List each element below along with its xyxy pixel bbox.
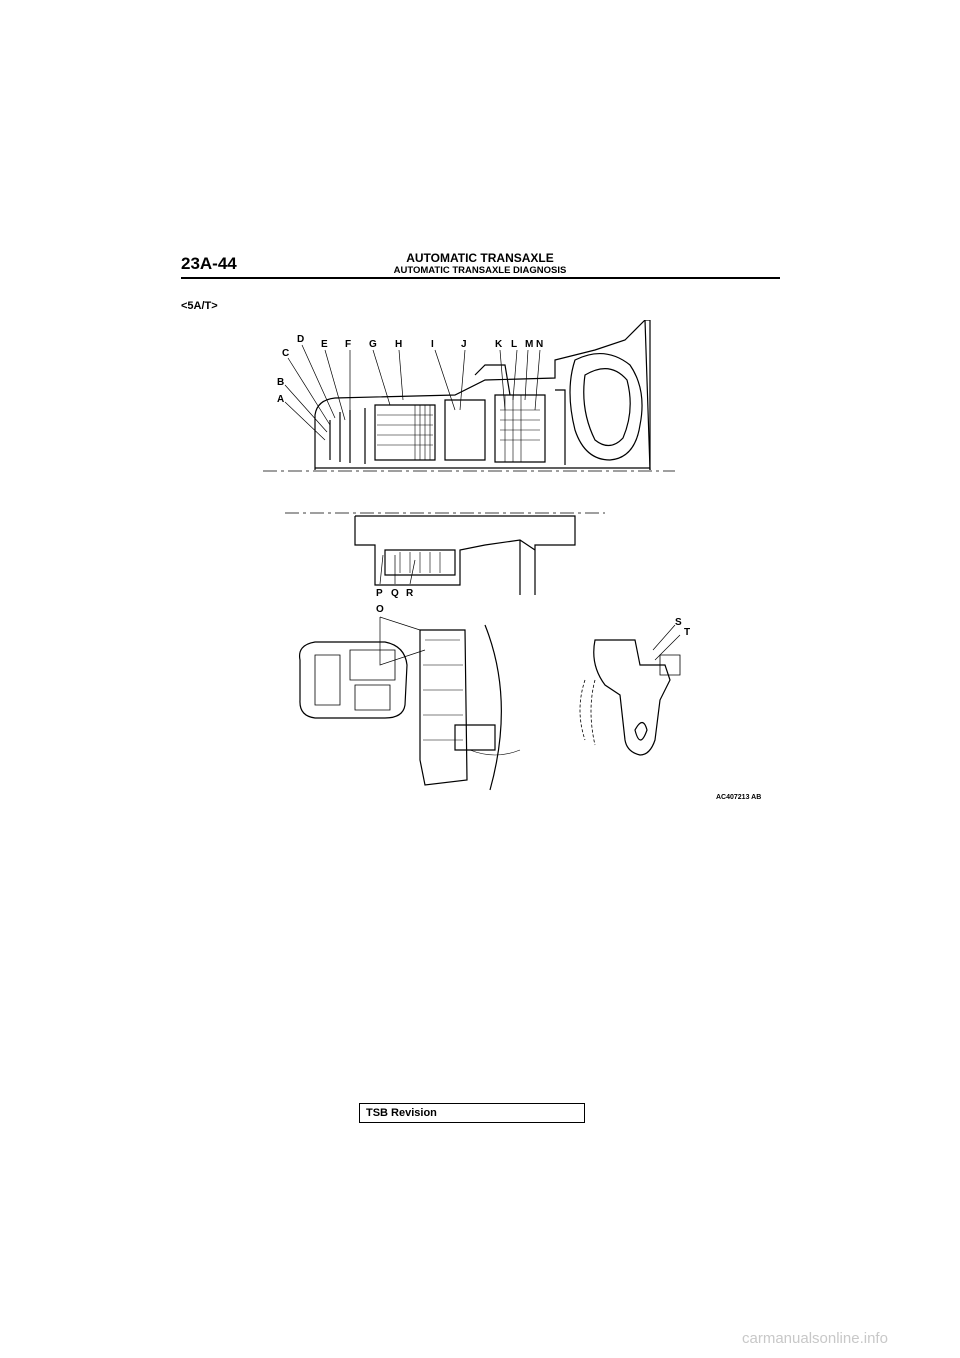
callout-d: D — [297, 334, 304, 345]
callout-m: M — [525, 339, 533, 350]
callout-b: B — [277, 377, 284, 388]
callout-s: S — [675, 617, 682, 628]
callout-p: P — [376, 588, 383, 599]
transaxle-cross-section-illustration: A B C D E F G H I J K L M N O P Q R S T — [263, 320, 690, 791]
callout-k: K — [495, 339, 503, 350]
callout-i: I — [431, 339, 434, 350]
callout-t: T — [684, 627, 690, 638]
variant-label: <5A/T> — [181, 300, 218, 312]
callout-j: J — [461, 339, 467, 350]
callout-o: O — [376, 604, 384, 615]
callout-e: E — [321, 339, 328, 350]
callout-q: Q — [391, 588, 399, 599]
callout-n: N — [536, 339, 543, 350]
callout-l: L — [511, 339, 517, 350]
figure-code: AC407213 AB — [716, 794, 762, 801]
callout-r: R — [406, 588, 414, 599]
callout-g: G — [369, 339, 377, 350]
callout-f: F — [345, 339, 351, 350]
callout-h: H — [395, 339, 402, 350]
page-number: 23A-44 — [181, 254, 237, 273]
site-watermark[interactable]: carmanualsonline.info — [742, 1330, 888, 1347]
header-title: AUTOMATIC TRANSAXLE — [406, 251, 554, 265]
callout-a: A — [277, 394, 284, 405]
header-subtitle: AUTOMATIC TRANSAXLE DIAGNOSIS — [393, 265, 567, 276]
tsb-revision-label: TSB Revision — [366, 1107, 437, 1119]
transaxle-figure: A B C D E F G H I J K L M N O P Q R S T — [255, 320, 775, 810]
callout-c: C — [282, 348, 289, 359]
header-rule — [181, 277, 780, 279]
tsb-revision-box: TSB Revision — [359, 1103, 585, 1123]
